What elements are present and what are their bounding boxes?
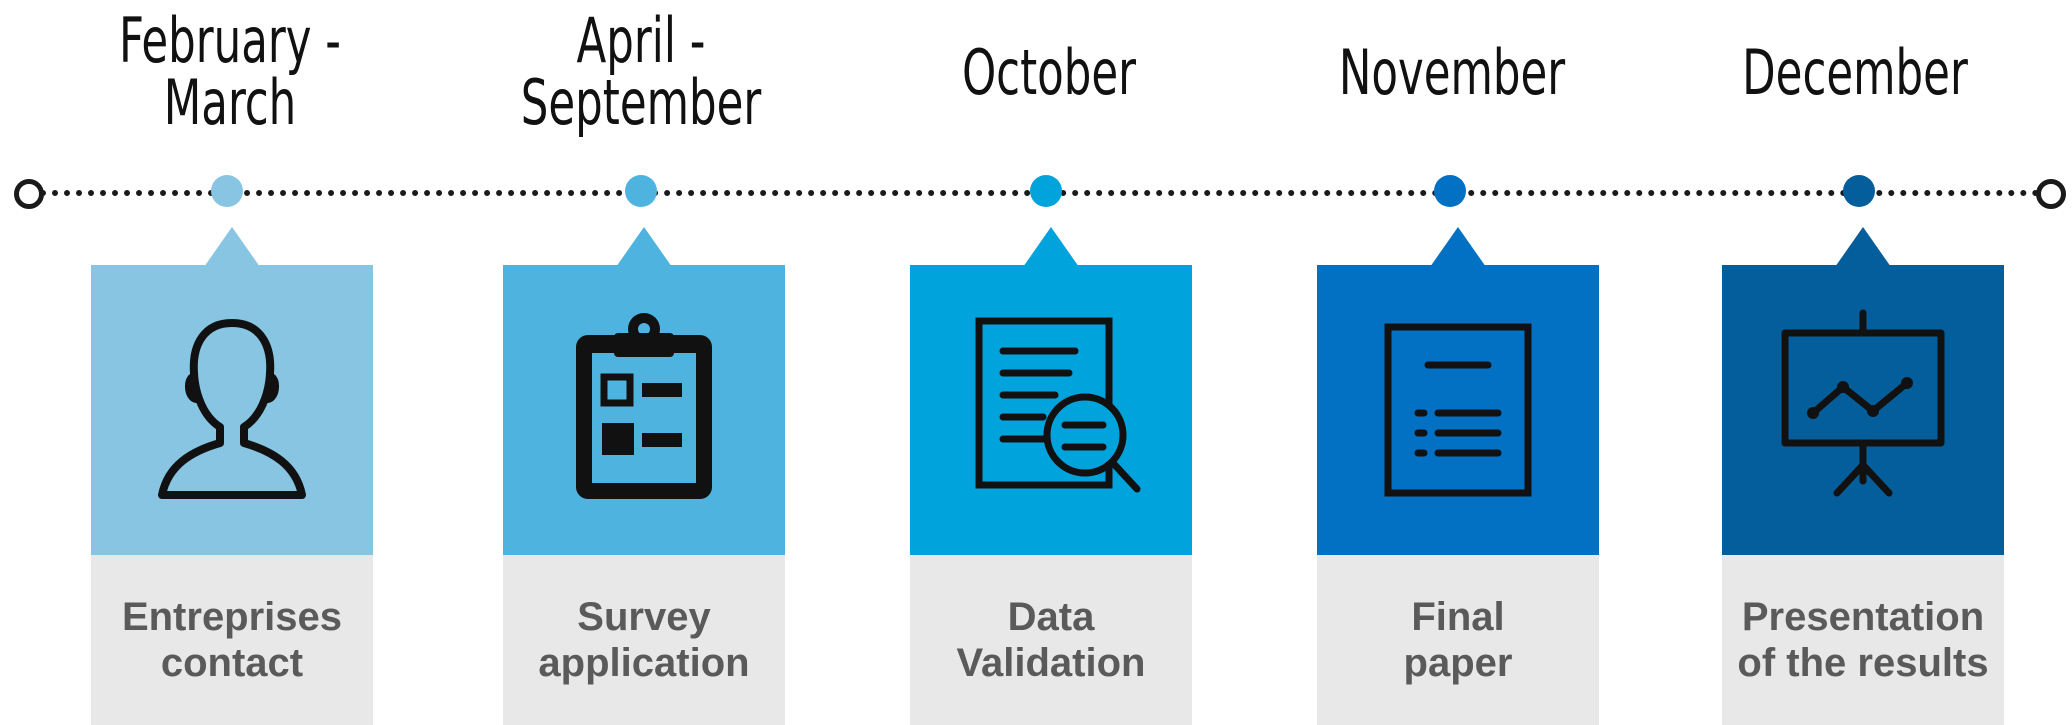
stage-3-period: October — [961, 36, 1137, 109]
stage-3-card: Data Validation — [910, 227, 1192, 725]
stage-1-notch — [204, 227, 260, 267]
stage-2-caption-box: Survey application — [503, 555, 785, 725]
presentation-board-icon — [1781, 309, 1945, 497]
timeline-start-marker — [14, 179, 44, 209]
document-icon — [1384, 323, 1532, 497]
stage-4-period: November — [1338, 36, 1566, 109]
stage-3-caption-box: Data Validation — [910, 555, 1192, 725]
stage-3-dot — [1030, 175, 1062, 207]
stage-5-card: Presentation of the results — [1722, 227, 2004, 725]
stage-4-card: Final paper — [1317, 227, 1599, 725]
stage-1-period: February - March — [118, 4, 342, 139]
stage-4-notch — [1430, 227, 1486, 267]
stage-4-dot — [1434, 175, 1466, 207]
stage-2-color-box — [503, 265, 785, 555]
stage-2-card: Survey application — [503, 227, 785, 725]
document-search-icon — [975, 317, 1141, 493]
stage-2-caption: Survey application — [538, 595, 750, 685]
stage-2-period: April - September — [520, 4, 762, 139]
stage-5-period: December — [1742, 36, 1968, 109]
stage-5-color-box — [1722, 265, 2004, 555]
stage-3-color-box — [910, 265, 1192, 555]
stage-1-caption-box: Entreprises contact — [91, 555, 373, 725]
person-icon — [158, 319, 306, 499]
stage-4-caption: Final paper — [1403, 595, 1513, 685]
stage-1-dot — [211, 175, 243, 207]
stage-4-color-box — [1317, 265, 1599, 555]
stage-5-dot — [1843, 175, 1875, 207]
stage-1-caption: Entreprises contact — [121, 595, 343, 685]
stage-1-card: Entreprises contact — [91, 227, 373, 725]
stage-5-caption: Presentation of the results — [1737, 595, 1989, 685]
clipboard-icon — [576, 313, 712, 499]
stage-3-notch — [1023, 227, 1079, 267]
stage-2-notch — [616, 227, 672, 267]
stage-3-caption: Data Validation — [956, 595, 1146, 685]
stage-5-caption-box: Presentation of the results — [1722, 555, 2004, 725]
stage-1-color-box — [91, 265, 373, 555]
stage-4-caption-box: Final paper — [1317, 555, 1599, 725]
timeline-end-marker — [2036, 179, 2066, 209]
stage-5-notch — [1835, 227, 1891, 267]
stage-2-dot — [625, 175, 657, 207]
